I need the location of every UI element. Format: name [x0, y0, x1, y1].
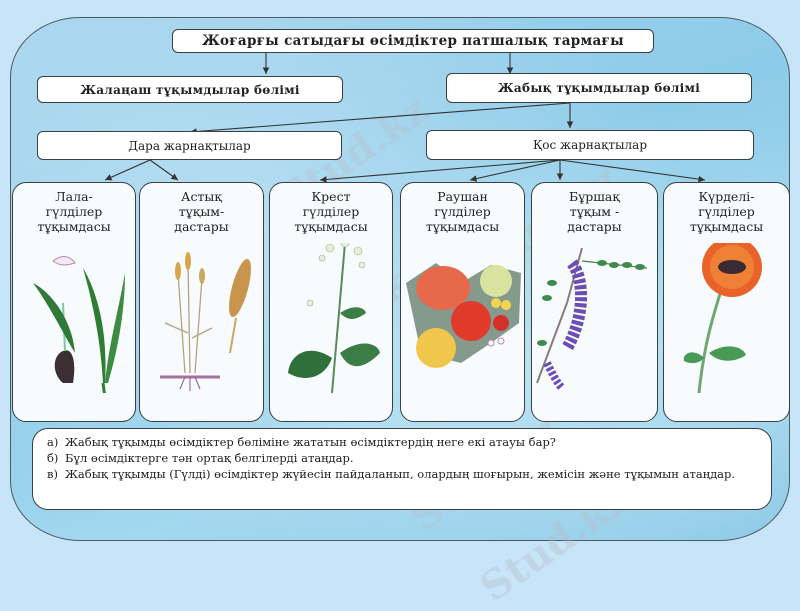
wisteria-illustration [536, 247, 648, 391]
card-title-line: Крест [311, 189, 351, 204]
card-title-line: гүлділер [45, 204, 103, 219]
tulip-plant-illustration [33, 256, 125, 393]
family-card-poaceae: Астық тұқым- дастары [139, 182, 264, 422]
card-title-line: дастары [567, 219, 622, 234]
family-card-fabaceae: Бұршақ тұқым - дастары [531, 182, 658, 422]
card-title-line: гүлділер [302, 204, 360, 219]
family-card-asteraceae: Күрделі- гүлділер тұқымдасы [663, 182, 790, 422]
class-dicots: Қос жарнақтылар [426, 130, 754, 160]
card-title-line: Астық [181, 189, 222, 204]
card-title-line: гүлділер [434, 204, 491, 219]
card-title-line: Раушан [437, 189, 488, 204]
question-c: в) Жабық тұқымды (Гүлді) өсімдіктер жүйе… [47, 466, 757, 482]
card-title-line: Бұршақ [569, 189, 620, 204]
crucifer-plant-illustration [288, 243, 380, 393]
wheat-plant-illustration [160, 252, 251, 391]
question-a: а) Жабық тұқымды өсімдіктер бөліміне жат… [47, 434, 757, 450]
card-title-line: тұқым- [178, 204, 225, 219]
question-label: в) [47, 467, 58, 481]
card-title-line: тұқымдасы [294, 219, 368, 234]
question-text: Жабық тұқымды өсімдіктер бөліміне жататы… [65, 435, 556, 449]
question-text: Жабық тұқымды (Гүлді) өсімдіктер жүйесін… [65, 467, 736, 481]
card-title-line: тұқымдасы [37, 219, 111, 234]
family-card-rosaceae: Раушан гүлділер тұқымдасы [400, 182, 525, 422]
class-monocots: Дара жарнақтылар [37, 131, 342, 160]
question-b: б) Бұл өсімдіктерге тән ортақ белгілерді… [47, 450, 757, 466]
card-title-line: тұқым - [569, 204, 620, 219]
card-title-line: тұқымдасы [689, 219, 764, 234]
questions-box: а) Жабық тұқымды өсімдіктер бөліміне жат… [32, 428, 772, 510]
card-title-line: Лала- [55, 189, 93, 204]
card-title-line: Күрделі- [698, 189, 755, 204]
card-title-line: тұқымдасы [425, 219, 500, 234]
division-angiosperms: Жабық тұқымдылар бөлімі [446, 73, 752, 103]
root-node: Жоғарғы сатыдағы өсімдіктер патшалық тар… [172, 29, 654, 53]
family-card-brassicaceae: Крест гүлділер тұқымдасы [269, 182, 393, 422]
question-label: а) [47, 435, 59, 449]
division-gymnosperms: Жалаңаш тұқымдылар бөлімі [37, 76, 343, 103]
card-title-line: дастары [174, 219, 229, 234]
question-text: Бұл өсімдіктерге тән ортақ белгілерді ат… [65, 451, 354, 465]
family-card-liliaceae: Лала- гүлділер тұқымдасы [12, 182, 136, 422]
question-label: б) [47, 451, 59, 465]
sunflower-illustration [683, 243, 762, 393]
card-title-line: гүлділер [698, 204, 755, 219]
rose-family-fruits-illustration [406, 263, 521, 368]
